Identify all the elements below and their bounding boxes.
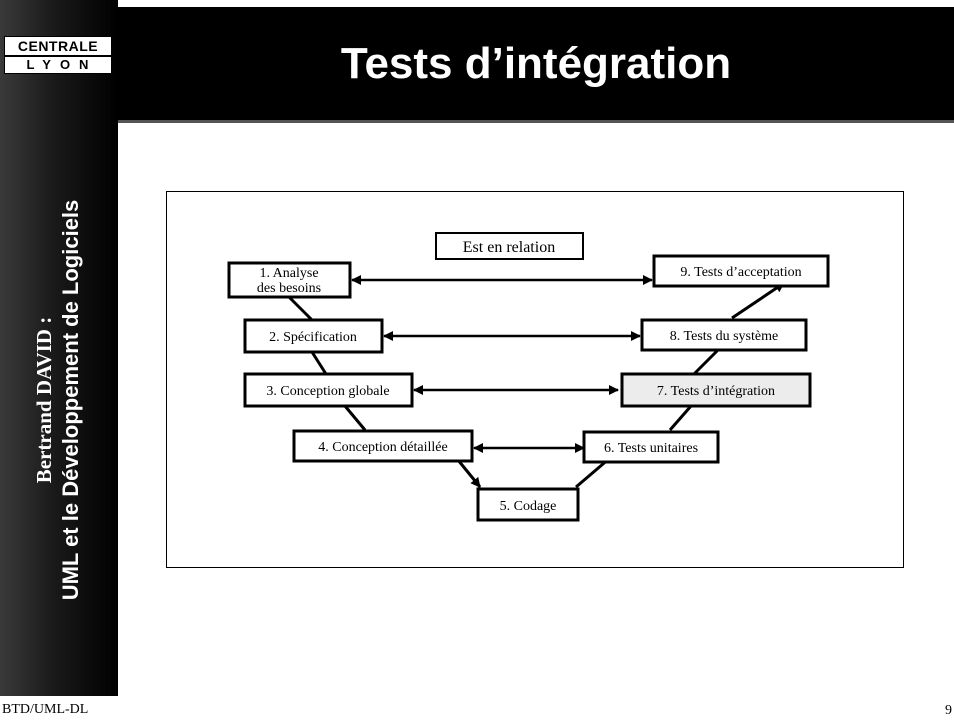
step-box-9 — [652, 254, 830, 288]
sidebar: CENTRALE LYON Bertrand DAVID : UML et le… — [0, 0, 118, 723]
connector-2-3 — [310, 351, 328, 375]
step-box-5 — [476, 487, 580, 522]
header-bar — [118, 7, 954, 120]
arrow-8-9 — [731, 281, 785, 320]
footer-label: BTD/UML-DL — [0, 696, 118, 723]
logo-divider — [5, 55, 111, 57]
step-6-label: 6. Tests unitaires — [604, 441, 698, 456]
step-3-label: 3. Conception globale — [266, 384, 389, 399]
logo-line-2: LYON — [26, 57, 98, 72]
connector-1-2 — [287, 295, 314, 322]
step-2-label: 2. Spécification — [269, 330, 357, 345]
centrale-lyon-logo: CENTRALE LYON — [4, 36, 112, 74]
relation-label-box — [435, 232, 584, 260]
v-right-connectors — [575, 347, 721, 489]
step-box-4 — [292, 429, 474, 463]
step-box-2 — [243, 318, 384, 354]
step-1-label-line-2: des besoins — [257, 281, 321, 296]
arrow-4-5 — [456, 459, 482, 488]
v-left-connectors — [287, 295, 367, 431]
step-9-label: 9. Tests d’acceptation — [680, 265, 801, 280]
slide-title: Tests d’intégration — [340, 39, 732, 88]
connector-7-8 — [692, 347, 721, 376]
step-box-6 — [582, 430, 720, 464]
step-box-8 — [640, 318, 808, 352]
relation-arrows — [351, 275, 653, 453]
logo-line-1: CENTRALE — [17, 38, 99, 54]
connector-6-7 — [668, 405, 693, 431]
step-1-label-line-1: 1. Analyse — [259, 266, 318, 281]
connector-3-4 — [343, 405, 367, 431]
step-8-label: 8. Tests du système — [670, 329, 778, 344]
step-box-1 — [227, 261, 352, 299]
step-boxes — [227, 232, 830, 522]
page-number: 9 — [945, 703, 952, 718]
step-7-label: 7. Tests d’intégration — [657, 384, 775, 399]
relation-label: Est en relation — [463, 239, 555, 256]
step-box-3 — [243, 372, 414, 408]
step-4-label: 4. Conception détaillée — [318, 440, 447, 455]
step-5-label: 5. Codage — [500, 499, 557, 514]
step-box-7 — [620, 372, 812, 408]
